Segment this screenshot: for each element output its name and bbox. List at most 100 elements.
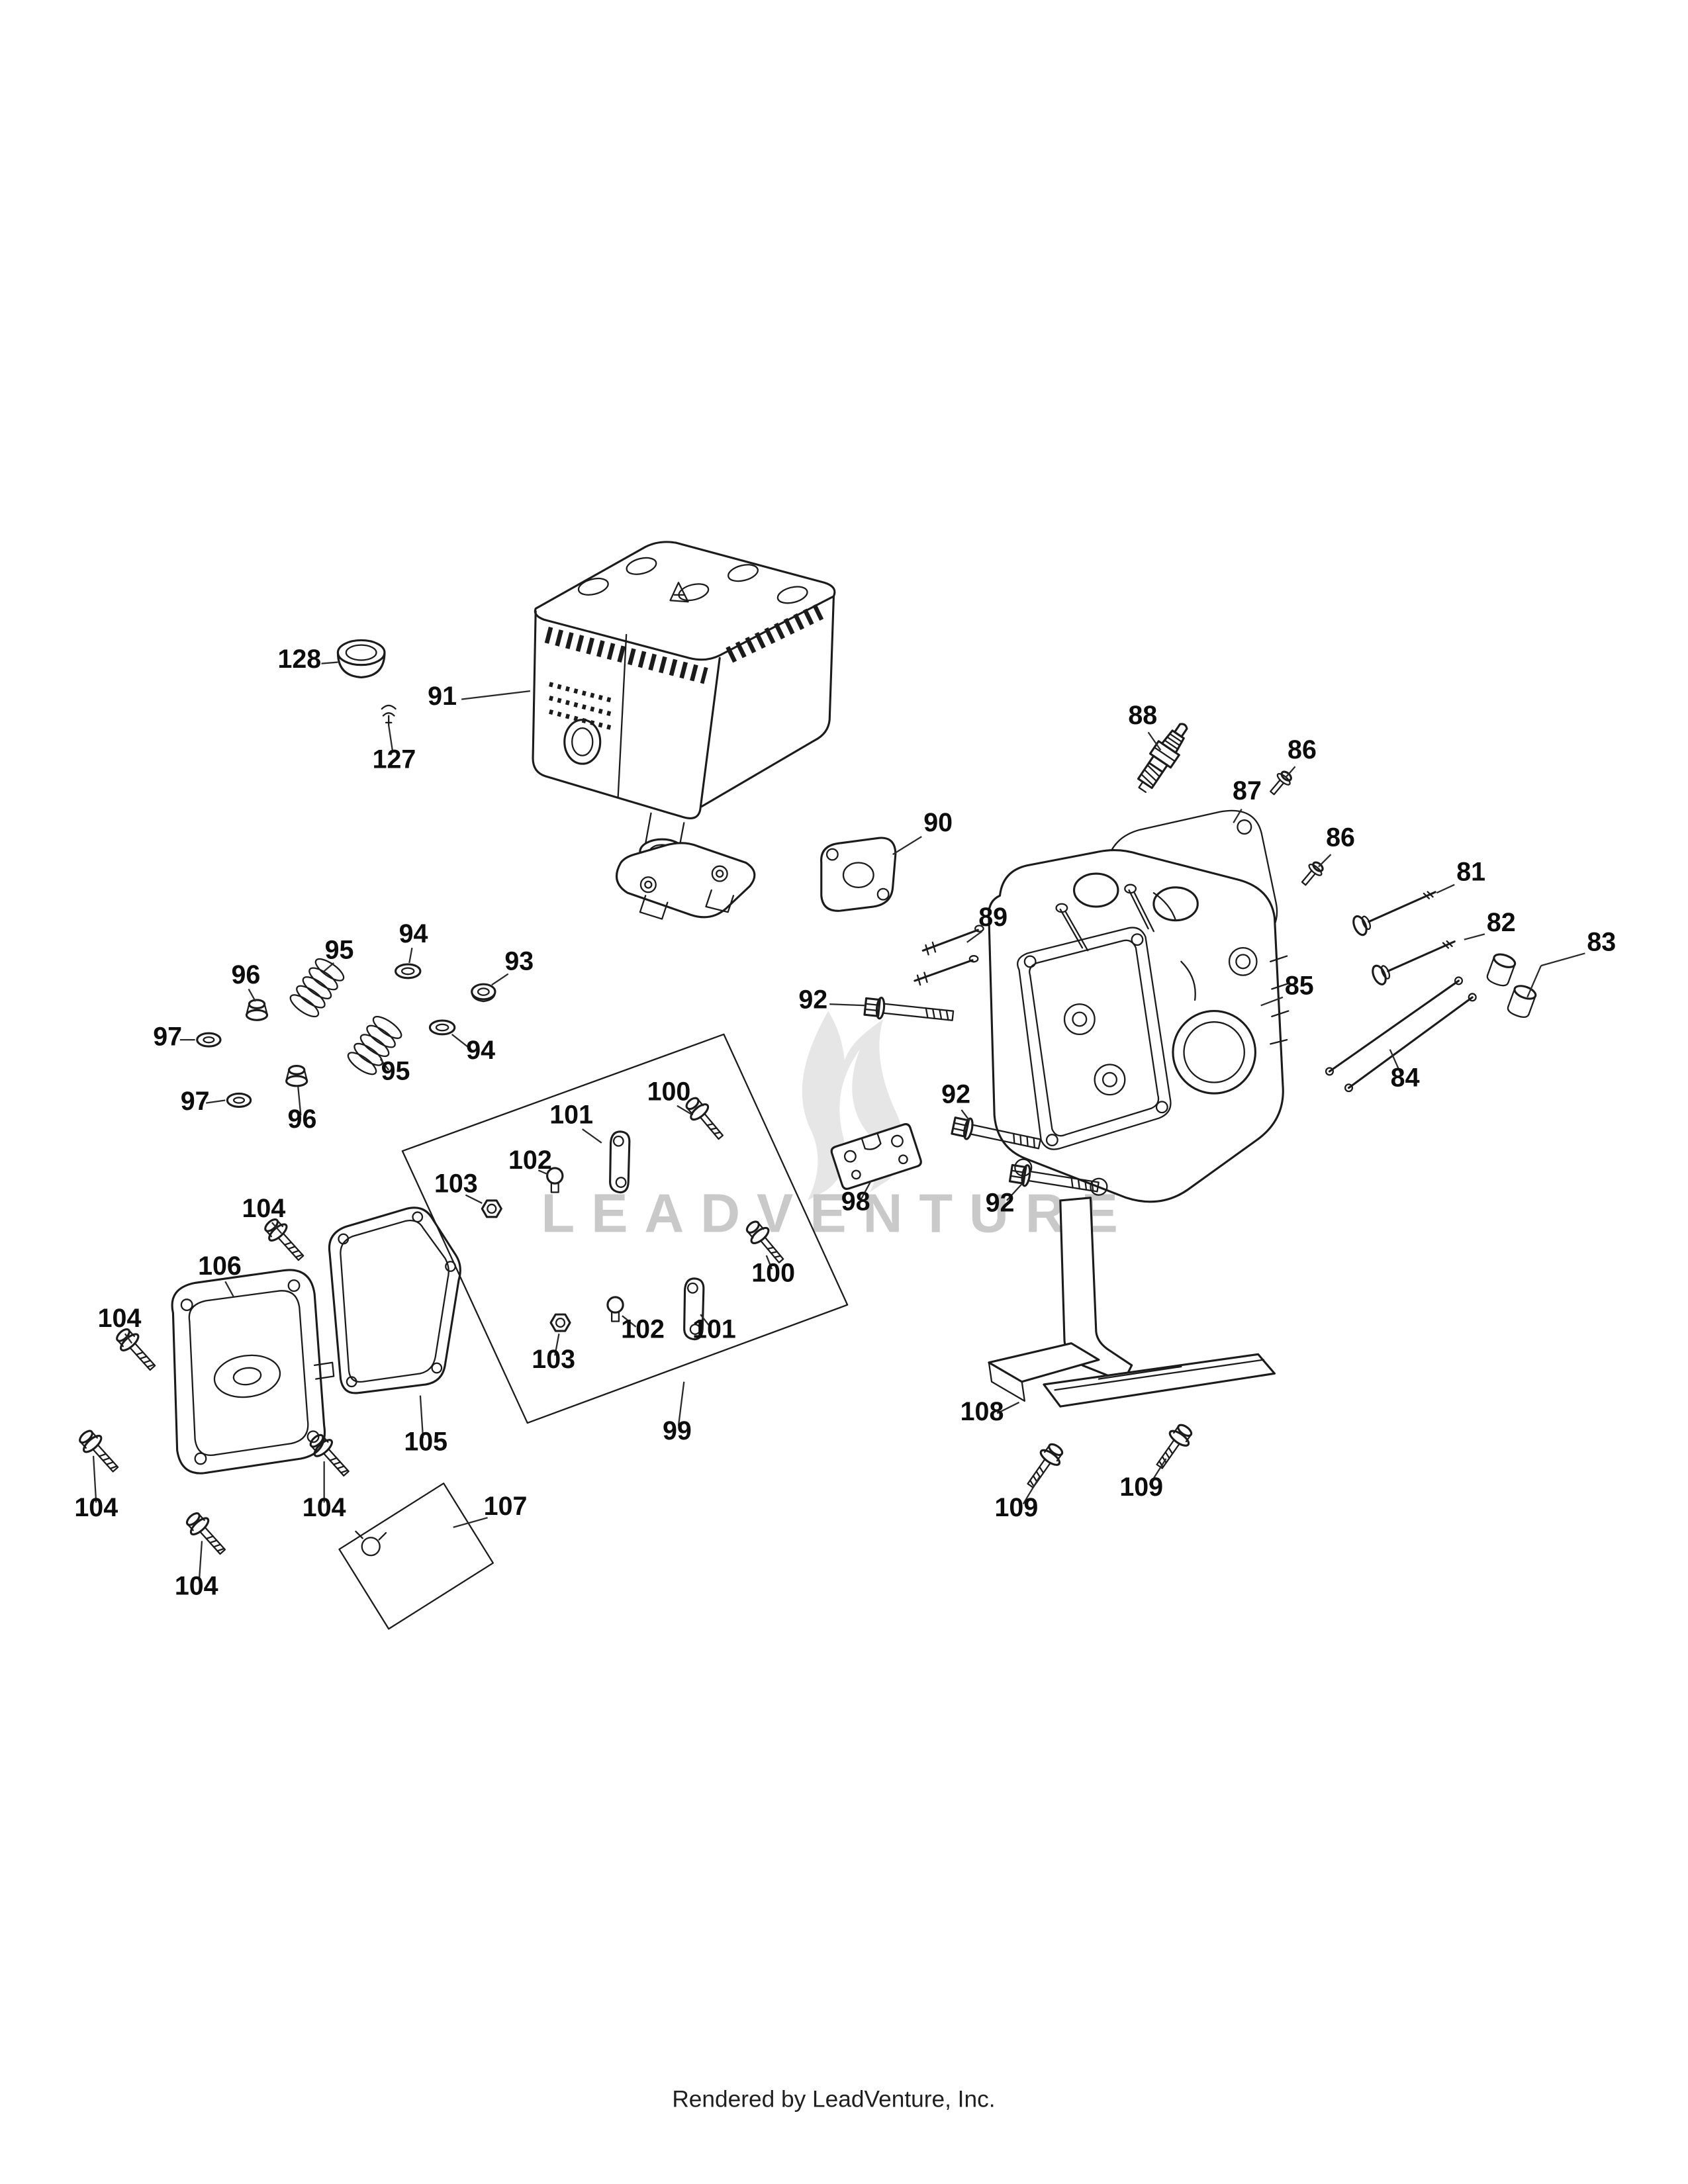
leader-line-104-43 bbox=[198, 1541, 203, 1581]
callout-84-14: 84 bbox=[1391, 1064, 1420, 1093]
muffler-drawing bbox=[532, 541, 836, 920]
leader-line-127-2 bbox=[388, 725, 394, 753]
bolt-109-a bbox=[1020, 1439, 1068, 1493]
leader-line-102-33 bbox=[622, 1315, 637, 1328]
bolt-104-d bbox=[305, 1430, 355, 1482]
leader-line-92-30 bbox=[1006, 1183, 1023, 1201]
leader-line-99-35 bbox=[677, 1381, 685, 1426]
watermark: LEADVENTURE bbox=[541, 1183, 1135, 1244]
callout-87-5: 87 bbox=[1233, 776, 1262, 805]
leader-line-83-fork bbox=[1526, 965, 1542, 998]
leader-line-85-12 bbox=[1260, 996, 1284, 1007]
callout-99-35: 99 bbox=[663, 1416, 692, 1445]
leader-line-83-10 bbox=[1540, 952, 1585, 967]
valve-seal-96-b bbox=[285, 1065, 308, 1087]
valve-cap-83-a bbox=[1484, 950, 1518, 989]
leader-line-109-46 bbox=[1149, 1458, 1167, 1486]
callout-104-43: 104 bbox=[175, 1571, 218, 1600]
callout-85-12: 85 bbox=[1285, 972, 1314, 1001]
callout-94-15: 94 bbox=[399, 919, 428, 948]
callout-101-25: 101 bbox=[549, 1101, 593, 1130]
spark-plug-drawing bbox=[1137, 723, 1188, 794]
callout-86-6: 86 bbox=[1326, 823, 1355, 852]
callout-109-45: 109 bbox=[995, 1493, 1039, 1522]
callout-100-31: 100 bbox=[751, 1258, 795, 1287]
callout-96-18: 96 bbox=[231, 960, 260, 989]
leader-line-95-16 bbox=[323, 962, 334, 972]
leader-line-81-8 bbox=[1436, 884, 1455, 894]
callout-91-1: 91 bbox=[428, 682, 457, 711]
leader-line-91-1 bbox=[461, 690, 531, 700]
leader-line-84-14 bbox=[1389, 1049, 1402, 1075]
leader-line-93-17 bbox=[491, 973, 509, 986]
leader-line-108-44 bbox=[996, 1401, 1020, 1414]
leader-line-92-28 bbox=[961, 1109, 970, 1122]
breather-kit-box-drawing bbox=[338, 1482, 494, 1630]
washer-97-b bbox=[226, 1092, 252, 1108]
studs-89-drawing bbox=[914, 925, 984, 986]
leader-line-97-22 bbox=[206, 1099, 226, 1104]
leader-line-94-15 bbox=[408, 947, 413, 964]
retainer-93 bbox=[471, 983, 496, 1003]
callout-95-16: 95 bbox=[325, 936, 354, 965]
nut-103-b bbox=[549, 1313, 571, 1332]
leader-line-104-38 bbox=[124, 1333, 133, 1344]
callout-127-2: 127 bbox=[373, 745, 416, 774]
leader-line-104-40 bbox=[92, 1455, 97, 1503]
callout-103-34: 103 bbox=[532, 1345, 575, 1374]
leader-line-101-32 bbox=[700, 1314, 711, 1328]
kit-box-99-drawing bbox=[401, 1033, 849, 1424]
callout-92-13: 92 bbox=[798, 985, 827, 1014]
guide-plate-drawing bbox=[830, 1123, 922, 1190]
leader-line-103-34 bbox=[554, 1333, 560, 1356]
leader-line-86-6 bbox=[1318, 854, 1332, 868]
leader-line-102-26 bbox=[538, 1169, 549, 1175]
callout-90-7: 90 bbox=[923, 808, 953, 837]
callout-82-9: 82 bbox=[1487, 908, 1516, 937]
callout-105-39: 105 bbox=[404, 1428, 447, 1457]
valve-81 bbox=[1350, 882, 1440, 938]
washer-97-a bbox=[196, 1032, 222, 1048]
valve-cap-83-b bbox=[1505, 982, 1538, 1021]
bolt-104-c bbox=[74, 1425, 125, 1478]
cover-gasket-drawing bbox=[328, 1206, 461, 1394]
leader-line-96-23 bbox=[297, 1086, 302, 1116]
push-rods-drawing bbox=[1325, 976, 1477, 1093]
callout-104-40: 104 bbox=[74, 1493, 118, 1522]
callout-93-17: 93 bbox=[504, 946, 534, 976]
callout-104-38: 104 bbox=[98, 1304, 142, 1333]
leader-line-105-39 bbox=[419, 1395, 424, 1438]
callout-102-26: 102 bbox=[508, 1146, 552, 1175]
callout-88-3: 88 bbox=[1128, 701, 1157, 730]
callout-102-33: 102 bbox=[621, 1314, 665, 1343]
leader-line-106-37 bbox=[224, 1281, 234, 1297]
bolt-109-b bbox=[1149, 1420, 1197, 1474]
leader-line-94-20 bbox=[451, 1033, 472, 1050]
callout-108-44: 108 bbox=[961, 1397, 1004, 1426]
leader-line-86-4 bbox=[1285, 766, 1296, 778]
callout-92-28: 92 bbox=[941, 1080, 970, 1109]
leader-line-100-31 bbox=[765, 1255, 773, 1270]
valve-cover-drawing bbox=[171, 1269, 335, 1475]
leader-line-100-24 bbox=[677, 1105, 692, 1115]
nut-103-a bbox=[481, 1199, 502, 1218]
retainer-94-b bbox=[428, 1019, 456, 1036]
leader-line-90-7 bbox=[892, 836, 922, 856]
callout-106-37: 106 bbox=[198, 1251, 242, 1281]
valve-seal-96-a bbox=[245, 999, 269, 1021]
callout-128-0: 128 bbox=[277, 645, 321, 674]
callout-97-19: 97 bbox=[153, 1022, 182, 1051]
callout-98-29: 98 bbox=[841, 1187, 870, 1216]
bolt-92-a bbox=[863, 995, 955, 1027]
callout-104-36: 104 bbox=[242, 1194, 285, 1223]
valve-82 bbox=[1369, 931, 1460, 987]
callout-92-30: 92 bbox=[986, 1189, 1015, 1218]
callout-100-24: 100 bbox=[647, 1077, 691, 1106]
leader-line-101-25 bbox=[582, 1128, 602, 1144]
leader-line-95-21 bbox=[379, 1058, 390, 1071]
callout-104-41: 104 bbox=[303, 1493, 346, 1522]
callout-81-8: 81 bbox=[1456, 857, 1485, 886]
retainer-94-a bbox=[395, 963, 422, 979]
